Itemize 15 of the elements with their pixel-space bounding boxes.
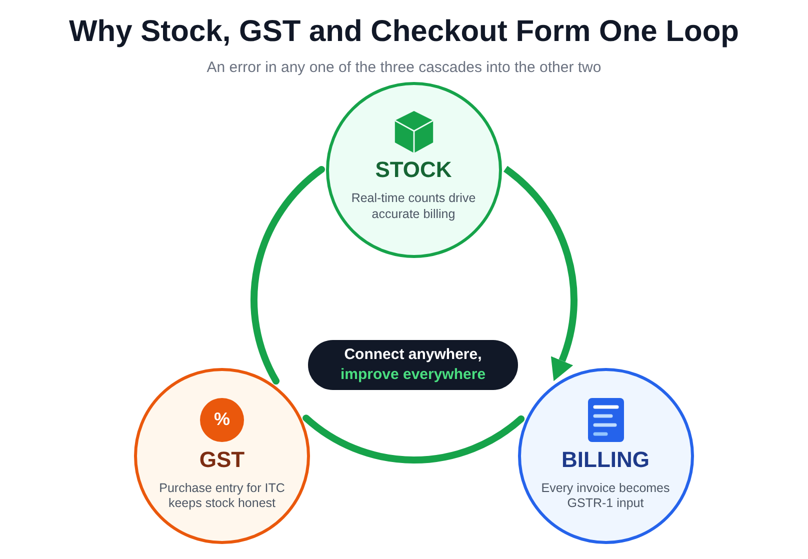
node-description: Purchase entry for ITC keeps stock honest <box>158 480 286 512</box>
pill-text: Connect anywhere, <box>344 345 482 365</box>
curved-connector <box>250 166 325 385</box>
percent-symbol: % <box>200 398 244 442</box>
node-heading: GST <box>199 446 245 472</box>
subtitle: An error in any one of the three cascades into the other two <box>206 58 602 78</box>
node-heading: STOCK <box>375 157 452 183</box>
curved-arrow <box>503 166 578 382</box>
title: Why Stock, GST and Checkout Form One Loop <box>68 14 740 50</box>
pill-text: improve everywhere <box>340 365 486 385</box>
curved-connector <box>302 414 525 464</box>
node-description: Real-time counts drive accurate billing <box>350 191 477 222</box>
node-heading: BILLING <box>562 446 650 472</box>
node-description: Every invoice becomes GSTR-1 input <box>540 480 671 512</box>
center-pill <box>308 340 518 390</box>
